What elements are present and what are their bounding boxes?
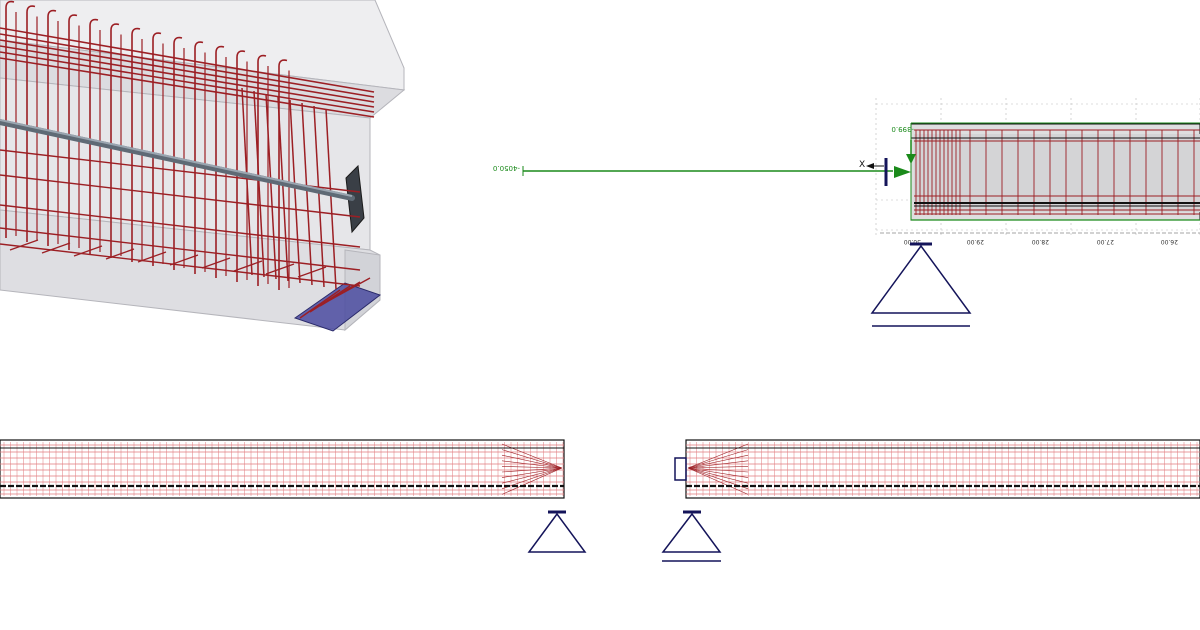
stirrup xyxy=(5,0,15,238)
stirrup xyxy=(257,54,267,286)
axis-x-label: X xyxy=(859,160,865,170)
elev-right-body xyxy=(685,439,1200,499)
load-arrow-down xyxy=(906,154,916,164)
stirrup xyxy=(89,18,99,254)
transverse-bar xyxy=(9,239,39,251)
end-stirrup xyxy=(265,93,277,280)
transverse-bar xyxy=(169,254,199,266)
anchorage-fan xyxy=(501,466,563,469)
longitudinal-bar xyxy=(0,33,375,98)
stirrup xyxy=(173,36,183,270)
anchorage-fan xyxy=(687,449,749,469)
stirrup xyxy=(278,59,288,290)
prestress-tendon-highlight xyxy=(0,119,353,197)
anchorage-fan xyxy=(687,454,749,469)
anchorage-fan xyxy=(687,467,749,484)
end-stirrup xyxy=(241,87,253,276)
stirrup xyxy=(68,14,78,250)
longitudinal-bar xyxy=(0,57,375,118)
beam-3d-rebar xyxy=(0,0,375,319)
transverse-bar xyxy=(297,266,327,278)
ruler-tick-label: 28.00 xyxy=(1032,238,1049,245)
elevation-right xyxy=(661,439,1200,562)
end-stirrup xyxy=(301,102,313,286)
elevation-left xyxy=(0,439,587,553)
bearing-bar xyxy=(299,289,341,319)
end-stirrup xyxy=(313,105,325,288)
longitudinal-bar xyxy=(0,27,375,93)
transverse-bar xyxy=(201,257,231,269)
elev-left-support xyxy=(527,512,587,553)
transverse-bar xyxy=(265,263,295,275)
anchorage-fan xyxy=(501,449,563,469)
ruler-labels: 30.00 29.00 28.00 27.00 26.00 xyxy=(904,238,1178,245)
stirrup xyxy=(110,23,120,258)
dimension-label-right: -399.0 xyxy=(891,125,914,133)
transverse-bar xyxy=(73,245,103,257)
bearing-bar xyxy=(329,277,371,301)
longitudinal-bar xyxy=(0,39,375,103)
elev-left-body xyxy=(0,439,565,499)
longitudinal-bar xyxy=(0,227,361,271)
anchorage-fan xyxy=(501,454,563,469)
ruler-tick-label: 29.00 xyxy=(967,238,984,245)
dimension-line-group: -4050.0 xyxy=(493,164,893,176)
stirrup xyxy=(152,32,162,266)
longitudinal-bar xyxy=(0,51,375,113)
side-view-rebar xyxy=(914,129,1200,215)
ruler-tick-label: 26.00 xyxy=(1161,238,1178,245)
bearing-plate xyxy=(293,282,382,332)
beam-side-view: -399.0 30.00 29.00 28.00 27.00 26.00 X xyxy=(859,98,1200,327)
bearing-bar xyxy=(309,285,351,313)
side-beam-inner xyxy=(914,134,1200,212)
longitudinal-bar xyxy=(0,204,361,248)
end-stirrup xyxy=(289,99,301,284)
anchorage-fan xyxy=(501,460,563,469)
dimension-label-left: -4050.0 xyxy=(493,164,520,172)
anchorage-fan xyxy=(501,467,563,478)
end-stirrup xyxy=(277,96,289,282)
ruler-tick-label: 30.00 xyxy=(904,238,921,245)
flange-top-surface xyxy=(0,0,405,91)
transverse-bar xyxy=(105,248,135,260)
longitudinal-bar xyxy=(0,45,375,108)
ruler-tick-label: 27.00 xyxy=(1097,238,1114,245)
elev-left-rebar xyxy=(0,442,564,496)
transverse-bar xyxy=(233,260,263,272)
transverse-bar xyxy=(41,242,71,254)
prestress-tendon xyxy=(0,119,355,201)
beam-3d-view xyxy=(0,0,406,332)
stirrup xyxy=(194,41,204,274)
axis-x-arrowhead xyxy=(866,163,874,169)
anchorage-fan xyxy=(687,466,749,469)
stirrup xyxy=(26,5,36,242)
stirrup xyxy=(47,9,57,246)
stirrup xyxy=(215,45,225,278)
end-stirrup xyxy=(253,90,265,278)
anchorage-fan xyxy=(501,467,563,495)
end-stirrup xyxy=(325,108,337,290)
anchorage-fan xyxy=(501,467,563,484)
stirrup xyxy=(236,50,246,282)
stirrup xyxy=(131,27,141,262)
anchorage-fan xyxy=(687,467,749,478)
longitudinal-bar xyxy=(0,174,361,218)
elev-right-support xyxy=(661,512,722,553)
side-support-triangle xyxy=(870,244,972,314)
anchorage-fan xyxy=(687,460,749,469)
transverse-bar xyxy=(137,251,167,263)
anchorage-fan xyxy=(687,467,749,473)
anchorage-fan xyxy=(501,467,563,473)
load-arrow-right xyxy=(894,166,911,178)
elev-right-anchor xyxy=(674,457,687,481)
anchorage-fan xyxy=(687,467,749,495)
